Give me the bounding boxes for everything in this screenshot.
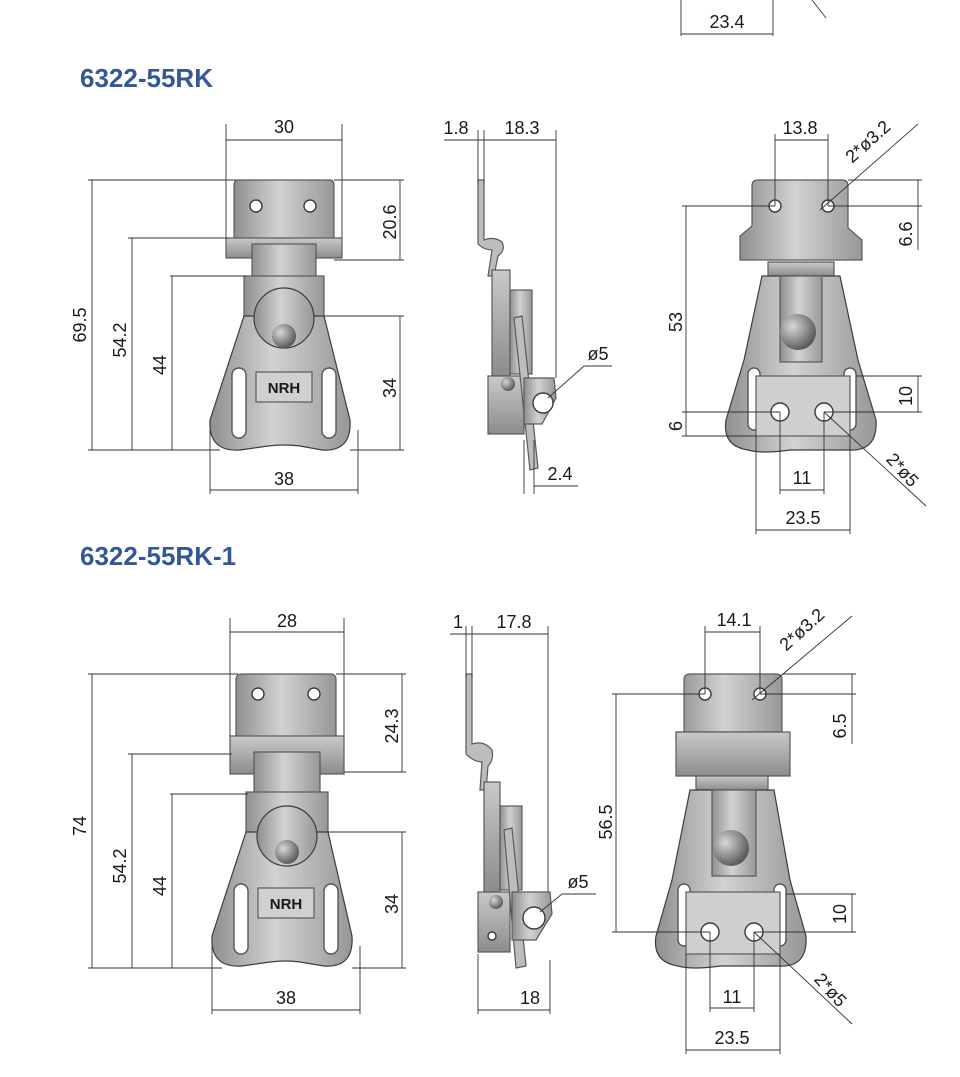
dim-back-top-holes: 2*ø3.2 (776, 604, 829, 654)
dim-front-mid-height: 54.2 (110, 322, 130, 357)
front-view: NRH 30 69.5 54.2 44 20.6 3 (70, 117, 404, 494)
dim-front-body: 34 (382, 894, 402, 914)
dim-front-width-top: 30 (274, 117, 294, 137)
dim-back-bottom-holes: 2*ø5 (882, 449, 922, 491)
dim-back-hole-pitch: 13.8 (782, 118, 817, 138)
back-view: 13.8 2*ø3.2 53 6.6 10 6 11 23.5 (666, 116, 927, 534)
dim-front-width-bottom: 38 (274, 469, 294, 489)
dim-back-hole-pitch: 14.1 (716, 610, 751, 630)
dim-back-top-offset: 6.5 (830, 713, 850, 738)
section-6322-55RK: 6322-55RK NRH 30 69.5 (70, 63, 927, 534)
dim-front-width-bottom: 38 (276, 988, 296, 1008)
section-6322-55RK-1: 6322-55RK-1 NRH 28 74 (70, 541, 856, 1054)
dim-side-thickness: 1.8 (443, 118, 468, 138)
back-view: 14.1 2*ø3.2 56.5 6.5 10 11 23.5 2*ø5 (596, 604, 856, 1054)
section-title: 6322-55RK (80, 63, 213, 93)
dim-back-height: 53 (666, 312, 686, 332)
dim-back-low-offset: 10 (896, 386, 916, 406)
dim-front-body: 34 (380, 378, 400, 398)
dim-front-low-height: 44 (150, 355, 170, 375)
front-view: NRH 28 74 54.2 44 24.3 34 (70, 611, 406, 1014)
dim-back-bottom-pitch: 11 (793, 468, 812, 488)
side-view: 1.8 18.3 ø5 2.4 (443, 118, 612, 494)
dim-side-hole: ø5 (587, 344, 608, 364)
dim-back-edge: 6 (666, 421, 686, 431)
dim-front-top-plate: 20.6 (380, 204, 400, 239)
nrh-logo: NRH (268, 380, 301, 397)
dim-side-hole: ø5 (567, 872, 588, 892)
dim-front-low-height: 44 (150, 876, 170, 896)
dim-front-total-height: 74 (70, 816, 90, 836)
dim-back-height: 56.5 (596, 804, 616, 839)
side-view: 1 17.8 ø5 18 (450, 612, 596, 1014)
dim-side-depth: 17.8 (496, 612, 531, 632)
dim-side-thickness-bottom: 2.4 (547, 464, 572, 484)
dim-back-low-offset: 10 (830, 904, 850, 924)
dim-back-top-offset: 6.6 (896, 221, 916, 246)
dim-front-mid-height: 54.2 (110, 848, 130, 883)
nrh-logo: NRH (270, 896, 303, 913)
dim-side-depth: 18.3 (504, 118, 539, 138)
dim-side-width-bottom: 18 (520, 988, 540, 1008)
dim-front-top-plate: 24.3 (382, 708, 402, 743)
dim-back-bottom-width: 23.5 (785, 508, 820, 528)
dim-front-total-height: 69.5 (70, 307, 90, 342)
section-title: 6322-55RK-1 (80, 541, 236, 571)
dim-23-4: 23.4 (709, 12, 744, 32)
previous-section-fragment: 23.4 (680, 0, 827, 36)
dim-back-bottom-width: 23.5 (714, 1028, 749, 1048)
dim-back-bottom-pitch: 11 (723, 987, 742, 1007)
dim-front-width-top: 28 (277, 611, 297, 631)
dim-back-top-holes: 2*ø3.2 (842, 116, 895, 166)
dim-side-thickness: 1 (453, 612, 463, 632)
